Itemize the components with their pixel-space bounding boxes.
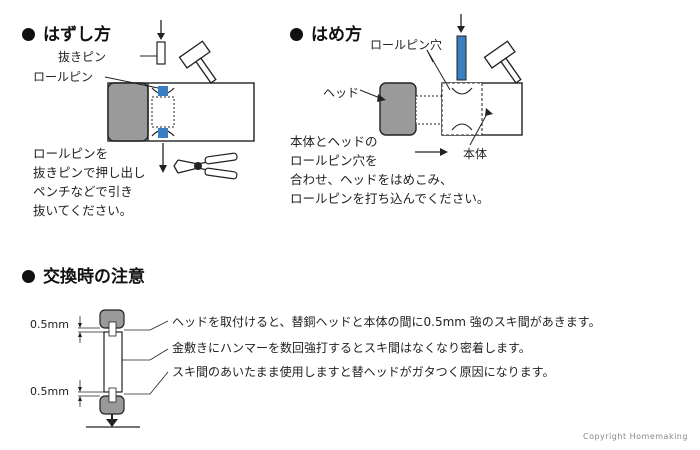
removal-diagram	[104, 20, 255, 180]
arrow-down-icon	[457, 26, 465, 33]
label-head: ヘッド	[323, 86, 360, 100]
arrow-down-icon	[157, 33, 165, 40]
caution-note-1: ヘッドを取付けると、替銅ヘッドと本体の間に0.5mm 強のスキ間があきます。	[172, 315, 601, 329]
caution-body	[103, 331, 123, 393]
hammer-icon	[178, 40, 217, 84]
arrow-right-icon	[440, 148, 448, 156]
roll-pin-top	[158, 86, 168, 96]
fit-roll-pin	[456, 35, 467, 81]
label-rollpin-hole: ロールピン穴	[370, 38, 443, 52]
bullet-icon	[22, 270, 35, 283]
punch-pin	[156, 41, 166, 65]
removal-instructions: ロールピンを 抜きピンで押し出し ペンチなどで引き 抜いてください。	[33, 146, 146, 218]
fit-head	[379, 82, 417, 136]
caution-note-3: スキ間のあいたまま使用しますと替ヘッドがガタつく原因になります。	[172, 365, 555, 379]
caution-note-2: 金敷きにハンマーを数回強打するとスキ間はなくなり密着します。	[172, 341, 531, 355]
pliers-icon	[173, 152, 238, 180]
label-rollpin: ロールピン	[33, 70, 94, 84]
dim-bottom-label: 0.5mm	[30, 385, 69, 398]
fitting-diagram	[359, 14, 523, 156]
caution-title: 交換時の注意	[22, 262, 145, 287]
copyright-text: Copyright Homemaking	[583, 432, 688, 441]
tool-head	[107, 82, 149, 142]
label-punch: 抜きピン	[58, 50, 107, 64]
caution-diagram	[78, 309, 169, 428]
arrow-down-icon	[159, 165, 167, 173]
fitting-title: はめ方	[290, 20, 362, 45]
bullet-icon	[290, 28, 303, 41]
roll-pin-bottom	[158, 128, 168, 138]
bullet-icon	[22, 28, 35, 41]
fitting-instructions: 本体とヘッドの ロールピン穴を 合わせ、ヘッドをはめこみ、 ロールピンを打ち込ん…	[290, 134, 490, 206]
hammer-icon	[483, 40, 522, 84]
label-body: 本体	[463, 147, 488, 161]
arrow-down-icon	[106, 419, 118, 427]
dim-top-label: 0.5mm	[30, 318, 69, 331]
removal-title: はずし方	[22, 20, 111, 45]
